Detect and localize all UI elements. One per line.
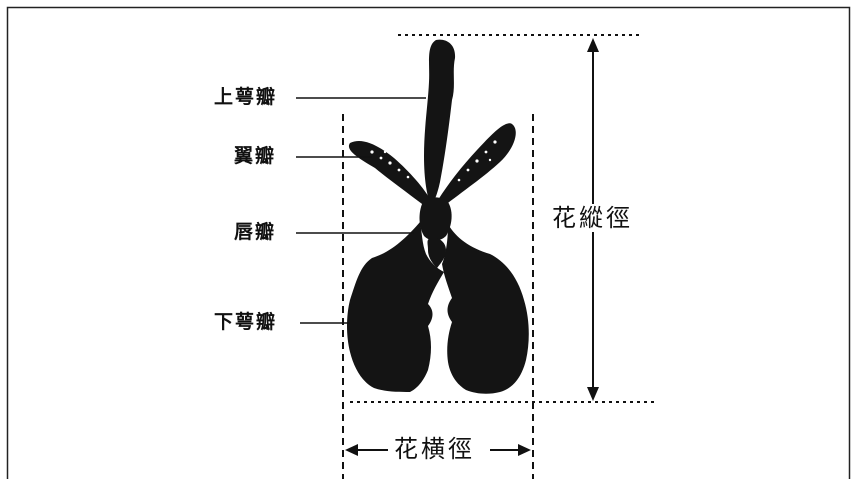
right-petal-shape [438, 123, 516, 206]
width-arrow-left-icon [345, 444, 358, 456]
upper-sepal-label: 上萼瓣 [214, 86, 278, 108]
leader-lines [296, 97, 426, 324]
petal-texture [370, 140, 497, 182]
column-shape [419, 197, 452, 241]
flower-length-label: 花縱徑 [552, 204, 633, 232]
upper-sepal-shape [424, 39, 456, 206]
left-petal-shape [348, 140, 432, 207]
lip-label: 唇瓣 [234, 221, 277, 243]
length-arrow-up-icon [587, 38, 599, 52]
right-lower-sepal-shape [442, 224, 529, 394]
width-arrow-right-icon [518, 444, 531, 456]
flower-width-dimension [342, 114, 534, 479]
diagram-frame [6, 6, 851, 479]
lip-shape [427, 237, 446, 268]
flower-width-label: 花横徑 [394, 435, 475, 463]
petal-label: 翼瓣 [234, 145, 277, 167]
orchid-flower-silhouette [347, 39, 529, 394]
length-arrow-down-icon [587, 387, 599, 401]
lower-sepal-label: 下萼瓣 [214, 311, 278, 333]
left-lower-sepal-shape [347, 222, 444, 392]
